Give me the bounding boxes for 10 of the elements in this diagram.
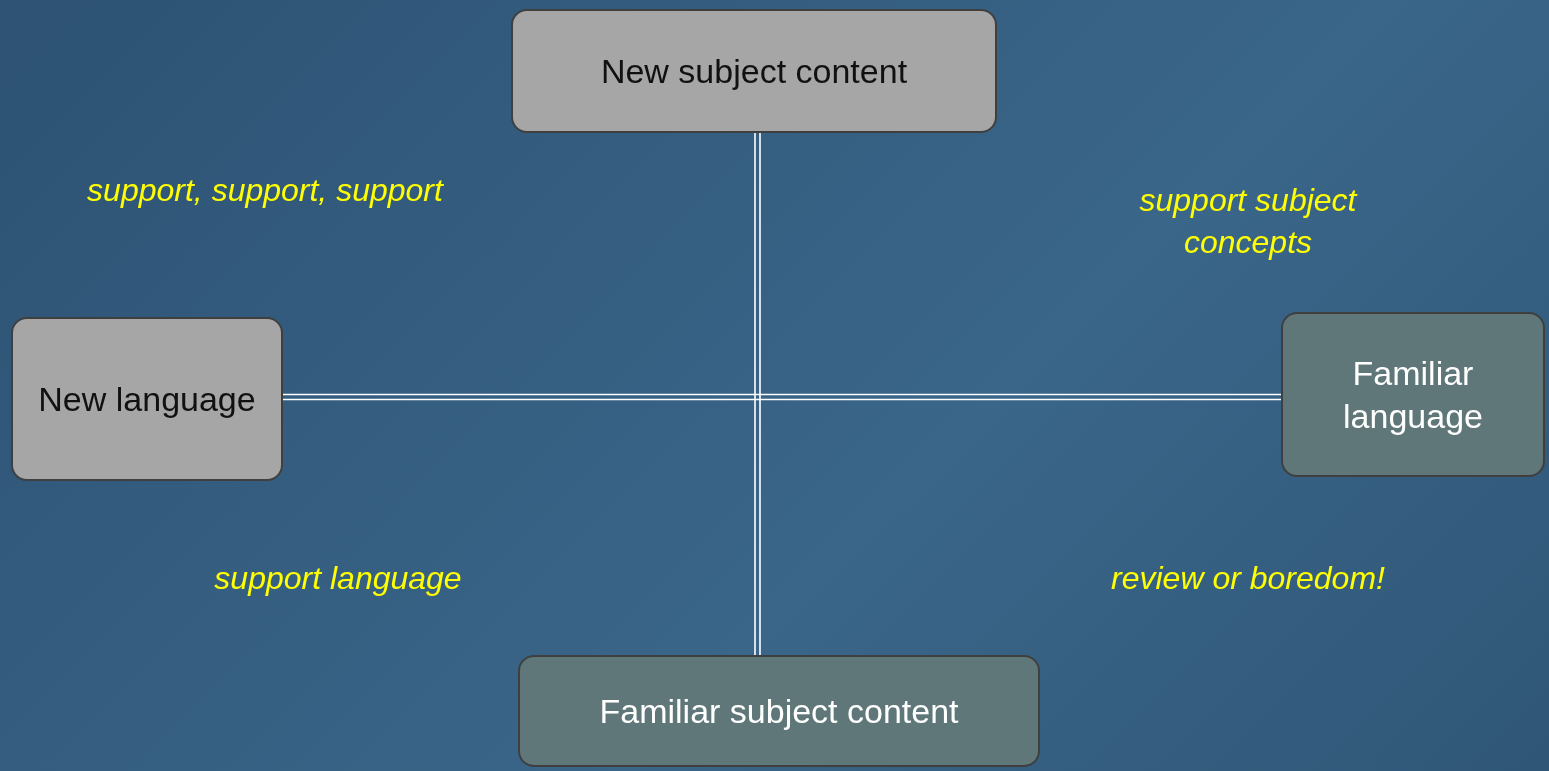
rounded-box: New language xyxy=(11,317,283,481)
rounded-box: Familiar subject content xyxy=(518,655,1040,767)
quadrant-note: support subject concepts xyxy=(1138,181,1359,262)
rounded-box: Familiar language xyxy=(1281,312,1545,477)
double-line-connector xyxy=(754,132,761,656)
quadrant-note: support, support, support xyxy=(86,171,445,210)
rounded-box: New subject content xyxy=(511,9,997,133)
double-line-connector xyxy=(282,393,1282,401)
quadrant-note: support language xyxy=(213,559,463,598)
quadrant-note: review or boredom! xyxy=(1110,559,1386,598)
